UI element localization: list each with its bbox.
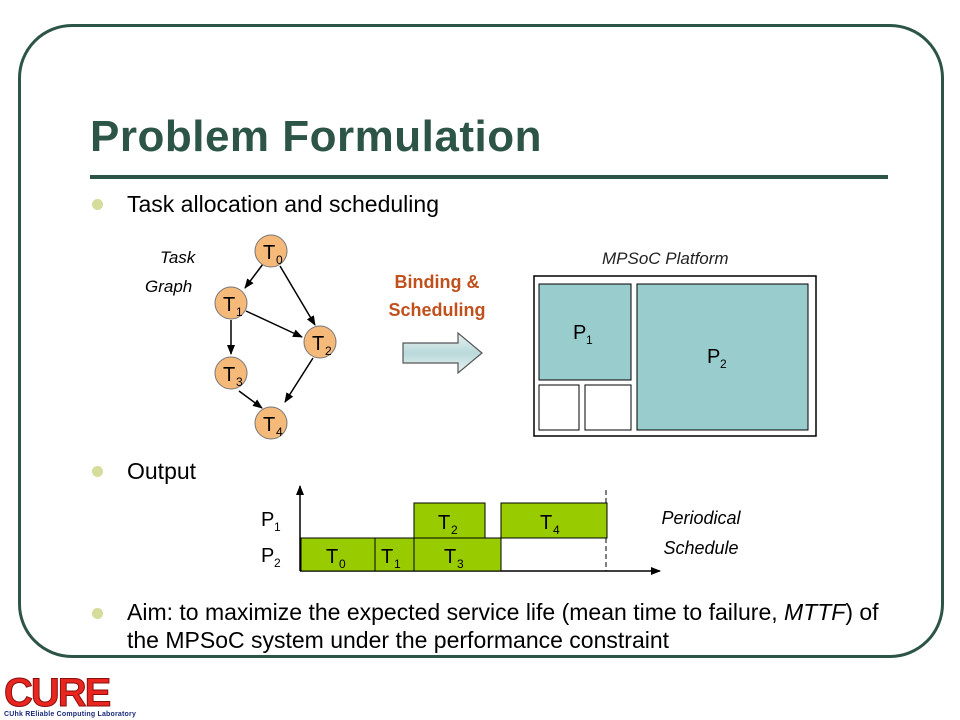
svg-text:2: 2 <box>451 523 458 537</box>
svg-text:1: 1 <box>586 333 593 347</box>
schedule-label-line2: Schedule <box>663 538 739 558</box>
bullet-output: Output <box>127 458 197 484</box>
task-node-t1: T 1 <box>214 286 248 320</box>
task-node-t0: T 0 <box>254 234 288 268</box>
svg-text:4: 4 <box>276 425 283 439</box>
task-graph-label-line1: Task <box>160 248 196 267</box>
schedule-block-t1: T 1 <box>374 537 415 572</box>
svg-text:T: T <box>223 364 235 386</box>
svg-text:P: P <box>261 509 274 531</box>
processor-p2 <box>636 283 809 431</box>
svg-text:T: T <box>263 242 275 264</box>
binding-label: Binding & Scheduling <box>367 268 507 324</box>
svg-text:3: 3 <box>236 375 243 389</box>
binding-arrow-icon <box>402 331 483 375</box>
platform-empty-slot <box>538 384 580 431</box>
task-node-t3: T 3 <box>214 356 248 390</box>
schedule-label-line1: Periodical <box>661 508 741 528</box>
edge-t0-t2 <box>279 265 316 326</box>
schedule-block-t4: T 4 <box>500 502 608 539</box>
svg-text:3: 3 <box>457 557 464 571</box>
title-rule <box>90 175 888 179</box>
svg-text:P: P <box>261 545 274 567</box>
bullet-icon <box>92 466 103 477</box>
svg-text:2: 2 <box>720 357 727 371</box>
svg-text:0: 0 <box>339 557 346 571</box>
svg-text:1: 1 <box>394 557 401 571</box>
svg-text:T: T <box>444 546 456 568</box>
platform-empty-slot <box>584 384 632 431</box>
bullet-aim: Aim: to maximize the expected service li… <box>127 598 887 654</box>
svg-text:1: 1 <box>236 305 243 319</box>
svg-text:1: 1 <box>274 520 281 534</box>
edge-t1-t2 <box>245 310 303 338</box>
svg-text:T: T <box>540 512 552 534</box>
platform-label: MPSoC Platform <box>602 249 729 268</box>
task-node-t2: T 2 <box>303 325 337 359</box>
svg-text:T: T <box>263 414 275 436</box>
footer-lab-name: CUhk REliable Computing Laboratory <box>4 711 137 718</box>
svg-text:4: 4 <box>553 523 560 537</box>
svg-text:T: T <box>223 294 235 316</box>
processor-p1 <box>538 283 632 381</box>
processor-p2-label: P 2 <box>707 346 727 371</box>
svg-text:2: 2 <box>325 344 332 358</box>
svg-text:2: 2 <box>274 556 281 570</box>
schedule-row-p1-label: P 1 <box>261 509 281 534</box>
task-node-t4: T 4 <box>254 406 288 440</box>
svg-text:P: P <box>573 322 586 344</box>
svg-text:T: T <box>326 546 338 568</box>
task-graph-label-line2: Graph <box>145 277 193 296</box>
svg-text:T: T <box>312 333 324 355</box>
cure-logo-icon: CURE <box>4 672 114 712</box>
svg-text:T: T <box>438 512 450 534</box>
processor-p1-label: P 1 <box>573 322 593 347</box>
bullet-task-allocation: Task allocation and scheduling <box>127 191 439 217</box>
bullet-aim-mttf: MTTF <box>784 599 846 625</box>
bullet-icon <box>92 199 103 210</box>
bullet-aim-part1: Aim: to maximize the expected service li… <box>127 599 785 625</box>
schedule-block-t2: T 2 <box>413 502 486 539</box>
binding-label-line1: Binding & <box>394 272 480 292</box>
edge-t3-t4 <box>238 390 263 409</box>
schedule-row-p2-label: P 2 <box>261 545 281 570</box>
binding-label-line2: Scheduling <box>388 300 486 320</box>
svg-text:CURE: CURE <box>4 672 111 712</box>
edge-t2-t4 <box>284 357 314 403</box>
schedule-block-t0: T 0 <box>300 537 376 572</box>
edge-t0-t1 <box>244 263 264 289</box>
svg-text:T: T <box>381 546 393 568</box>
svg-text:0: 0 <box>276 253 283 267</box>
slide-frame <box>18 24 944 658</box>
svg-text:P: P <box>707 346 720 368</box>
bullet-aim-part2: ) of the MPSoC system under the performa… <box>127 599 879 653</box>
schedule-block-t3: T 3 <box>413 537 502 572</box>
schedule-label: Periodical Schedule <box>636 503 766 563</box>
slide-title: Problem Formulation <box>90 112 542 161</box>
bullet-icon <box>92 608 103 619</box>
